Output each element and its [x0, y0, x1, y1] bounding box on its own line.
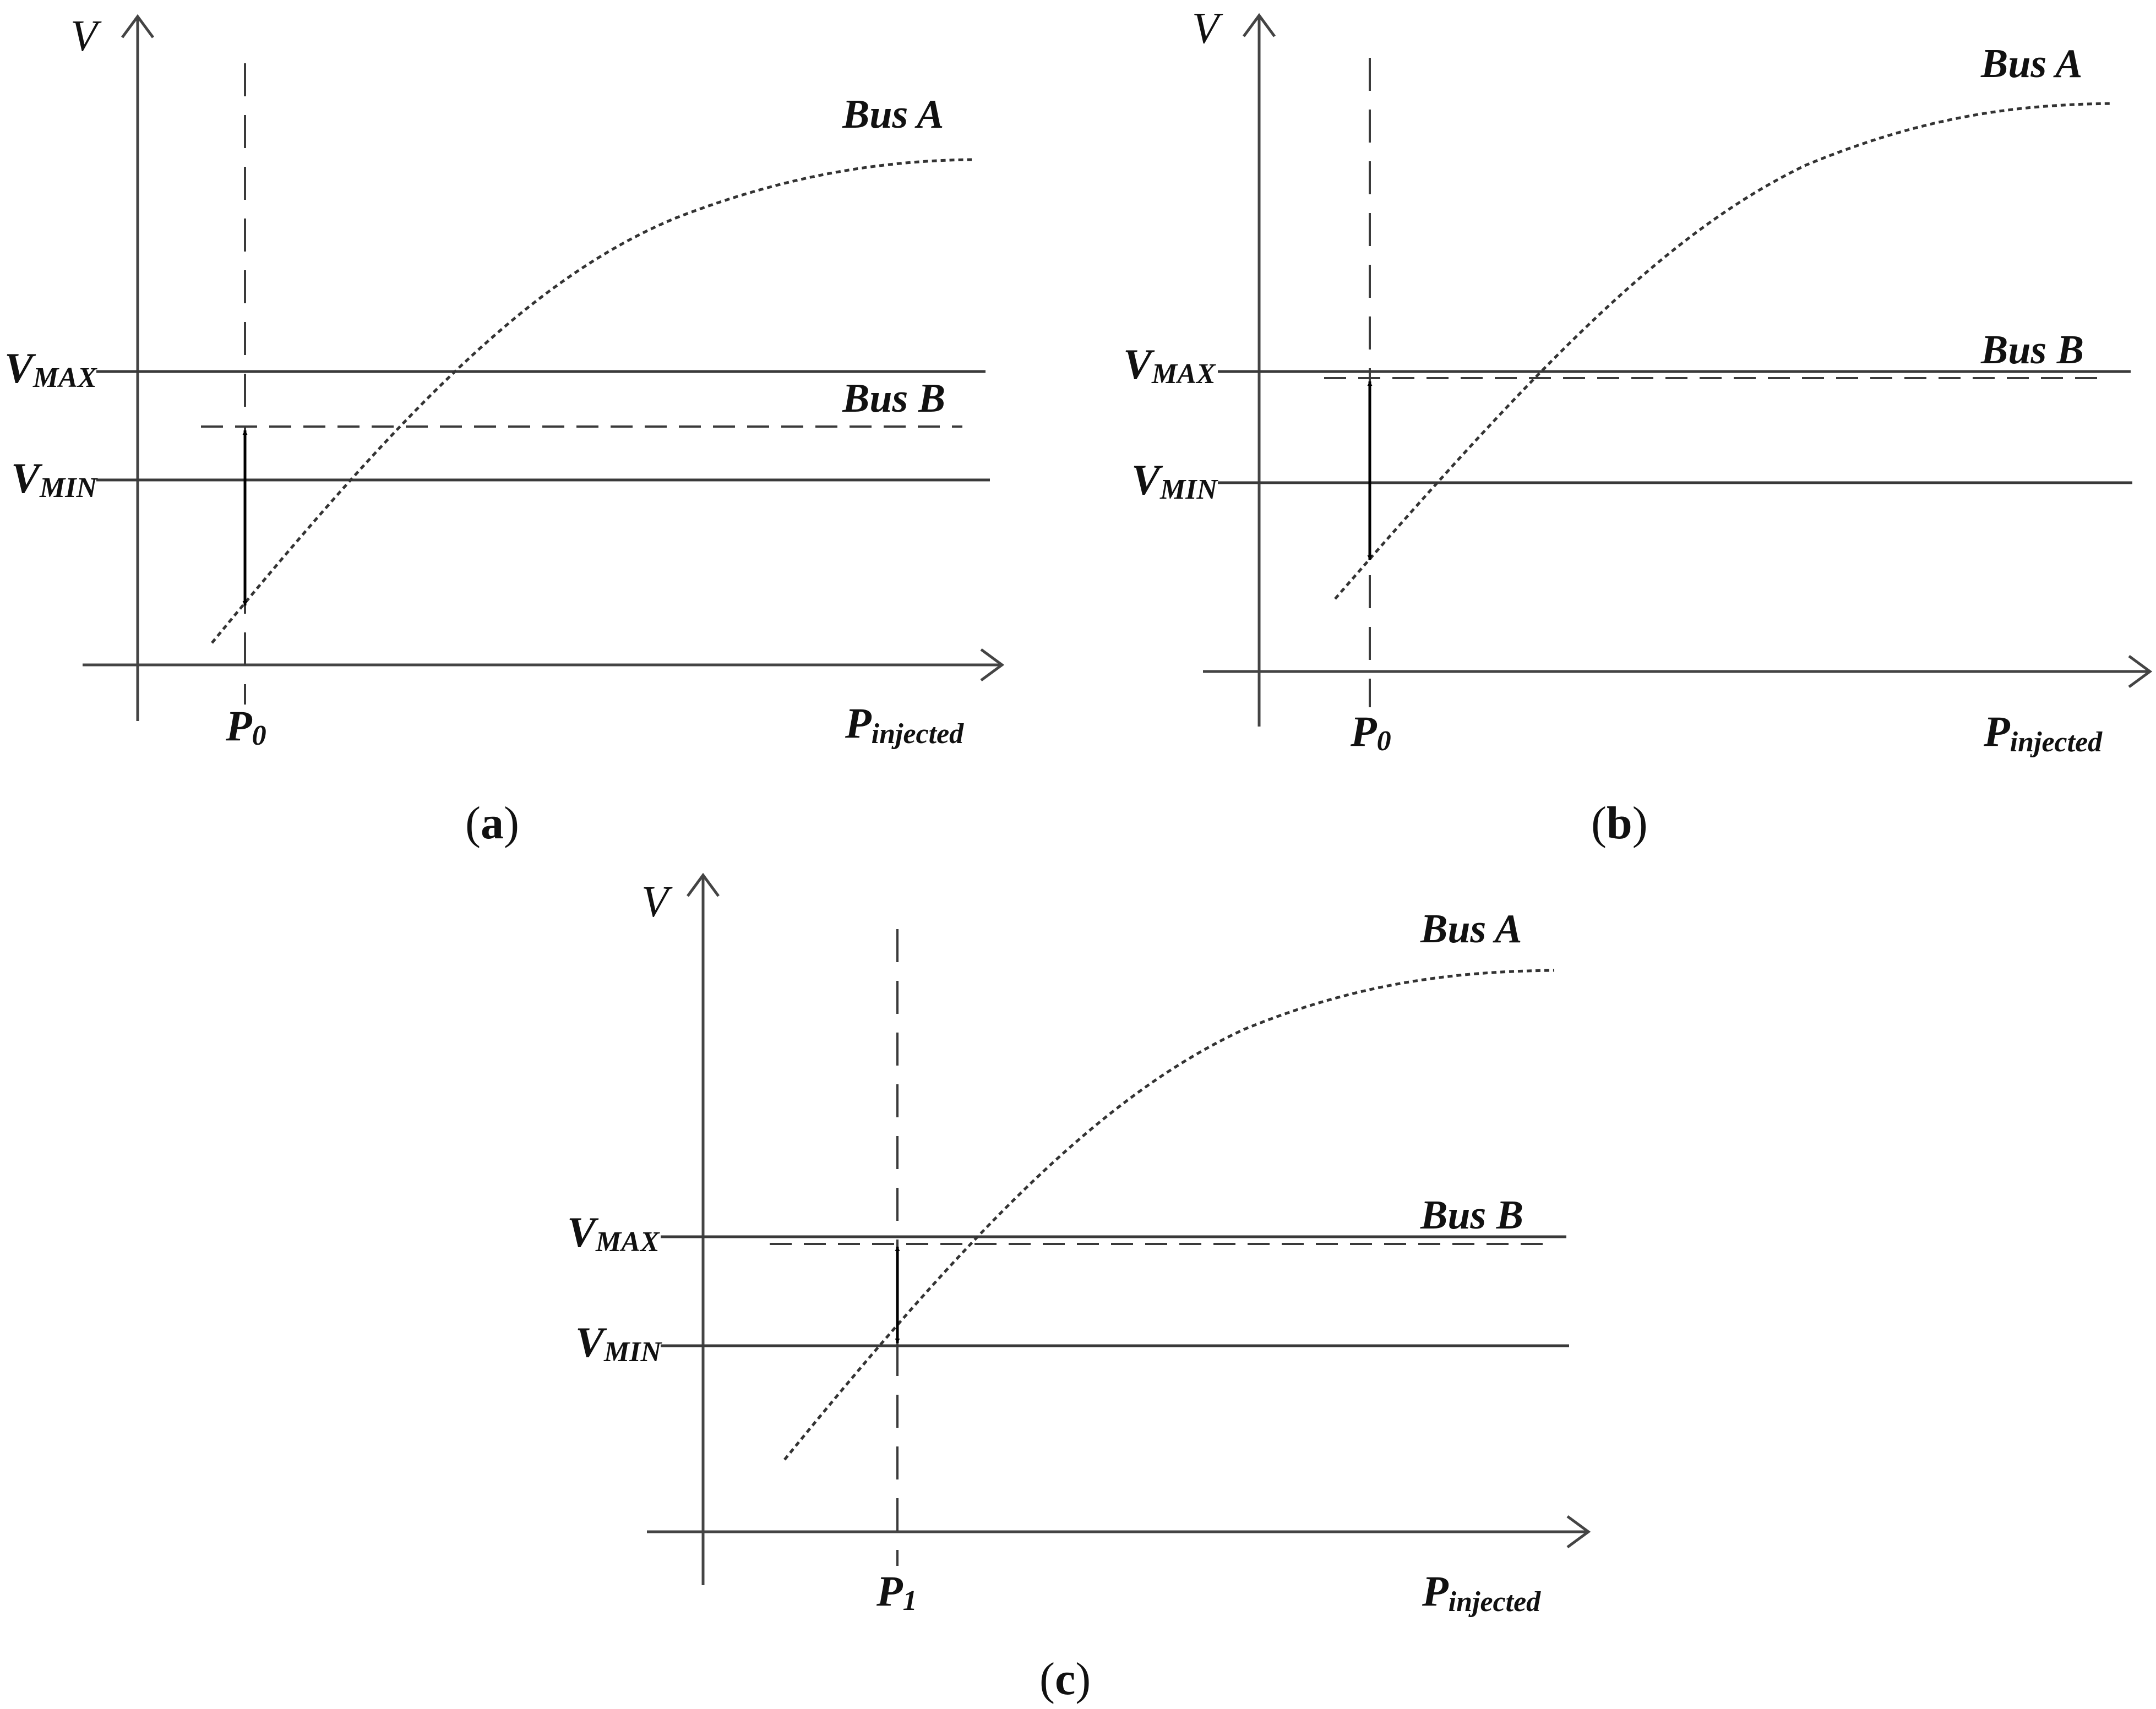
vmin-label: VMIN — [11, 454, 99, 504]
bus-a-label: Bus A — [1980, 41, 2082, 86]
x-axis-label: Pinjected — [845, 699, 964, 750]
panel-caption: (c) — [1039, 1653, 1091, 1705]
p0-label: P0 — [225, 702, 266, 751]
vmax-label: VMAX — [567, 1208, 660, 1258]
p1-label: P1 — [876, 1567, 917, 1617]
y-axis-arrowhead — [121, 14, 155, 39]
vmin-label: VMIN — [575, 1318, 663, 1368]
x-axis-arrowhead — [2128, 654, 2153, 689]
panel-caption: (b) — [1591, 798, 1648, 849]
panel-caption: (a) — [465, 798, 519, 849]
bus-b-label: Bus B — [1980, 327, 2084, 373]
vmin-label: VMIN — [1131, 456, 1219, 505]
y-axis-label: V — [641, 878, 673, 926]
x-axis-label: Pinjected — [1422, 1567, 1541, 1618]
bus-a-label: Bus A — [842, 92, 944, 137]
panel-c: V VMAX VMIN Bus A Bus B P1 Pinjected (c) — [567, 872, 1591, 1705]
y-axis-label: V — [70, 12, 102, 61]
p0-label: P0 — [1350, 707, 1391, 757]
bus-b-label: Bus B — [1420, 1193, 1523, 1238]
y-axis-arrowhead — [1242, 13, 1276, 37]
panel-a: V VMAX VMIN Bus A Bus B P0 Pinjected (a) — [4, 12, 1005, 849]
vmax-label: VMAX — [4, 344, 97, 394]
y-axis-label: V — [1192, 4, 1223, 53]
bus-b-label: Bus B — [842, 376, 945, 421]
bus-a-curve — [211, 158, 972, 644]
bus-a-label: Bus A — [1420, 907, 1522, 952]
bus-a-curve — [1334, 102, 2114, 600]
x-axis-arrowhead — [980, 648, 1005, 682]
y-axis-arrowhead — [686, 872, 720, 897]
panel-b: V VMAX VMIN Bus A Bus B P0 Pinjected (b) — [1123, 4, 2153, 849]
vmax-label: VMAX — [1123, 340, 1216, 390]
x-axis-label: Pinjected — [1983, 707, 2103, 758]
x-axis-arrowhead — [1566, 1515, 1591, 1549]
